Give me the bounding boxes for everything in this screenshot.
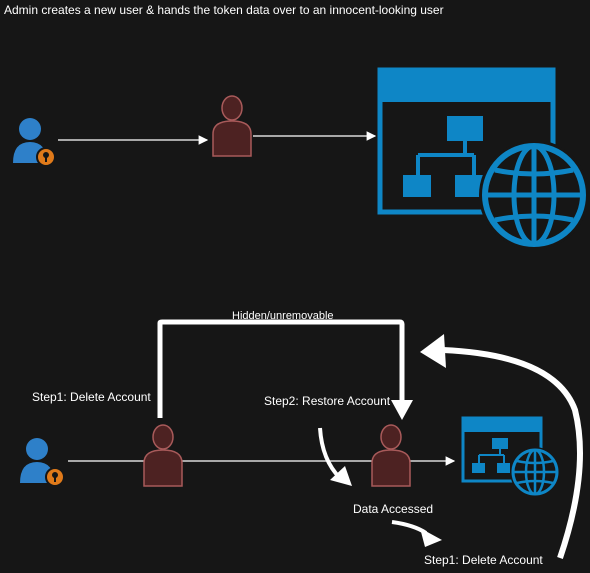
innocent-user-icon (212, 95, 252, 157)
label-step2-restore: Step2: Restore Account (264, 394, 391, 408)
admin-user-key-icon (13, 118, 56, 167)
innocent-user-icon-bottom-right (371, 424, 411, 487)
web-app-icon (377, 67, 589, 250)
label-data-accessed: Data Accessed (353, 502, 433, 516)
arrowhead-step1-bottom (420, 528, 442, 547)
innocent-user-icon-bottom-left (143, 424, 183, 487)
arrowhead-right-loop (420, 334, 446, 368)
hidden-loop-arrow (157, 319, 405, 418)
web-app-icon-bottom (461, 416, 560, 497)
arrow-step2-to-data-accessed (318, 427, 342, 480)
arrow-right-loop (442, 347, 583, 559)
admin-user-key-icon-bottom (20, 438, 65, 487)
hidden-loop-arrowhead (391, 400, 413, 420)
label-step1-delete-bottom: Step1: Delete Account (424, 553, 543, 567)
diagram-title: Admin creates a new user & hands the tok… (4, 3, 444, 17)
label-hidden-unremovable: Hidden/unremovable (232, 310, 334, 322)
label-step1-delete-left: Step1: Delete Account (32, 390, 151, 404)
arrowhead-data-accessed (330, 466, 352, 486)
